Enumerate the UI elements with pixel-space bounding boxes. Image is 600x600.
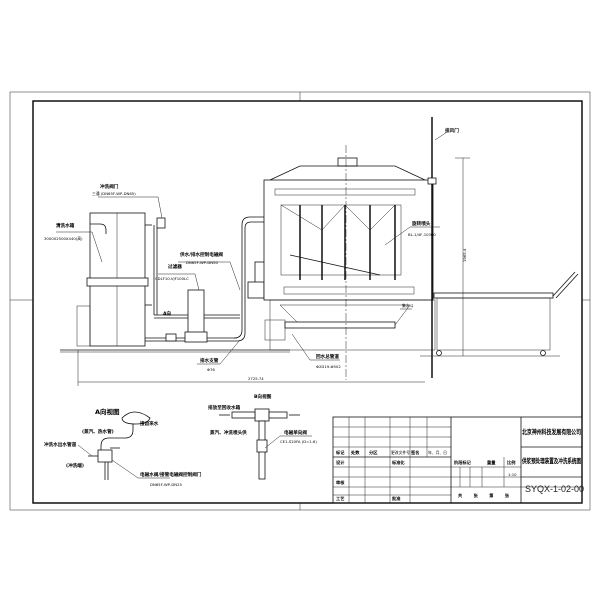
label-exhaust-door: 排风门 <box>445 127 459 134</box>
leader-lines <box>56 131 448 365</box>
label-view-a: A向 <box>163 310 172 317</box>
washing-machine-body <box>263 145 436 380</box>
detail-a-title: A向视图 <box>95 407 120 416</box>
collection-cart <box>420 271 579 357</box>
label-drain-spec: Φ76 <box>207 367 215 372</box>
detail-b-title: B向视图 <box>254 393 272 400</box>
label-pump-valve: 供水/排水控制电磁阀 <box>179 251 223 258</box>
label-hot-water: (蒸汽、热水管) <box>82 428 114 435</box>
tb-header-4: 更改文件号 <box>391 450 410 455</box>
tb-sheet-info: 共 张 第 张 <box>458 492 514 499</box>
label-collector: 集水斗 <box>402 303 414 308</box>
label-return-pipe: 回水总管道 <box>316 353 339 360</box>
label-solenoid-spec: DN65F-WP-DN25 <box>150 482 183 487</box>
pole-bracket <box>427 177 437 185</box>
label-check-valve-spec: CE1-S20FA (D=1.6) <box>280 439 317 444</box>
tb-header-5: 签名 <box>410 449 419 456</box>
pump-body <box>247 281 265 299</box>
tb-row-design: 设计 <box>336 459 345 466</box>
label-flush-tee: 三通 (DN65F-WP-DN65) <box>92 191 136 196</box>
label-to-return: 排放至回收水箱 <box>208 404 241 411</box>
tb-drawing-number: SYQX-1-02-00 <box>525 484 584 494</box>
dim-height: 1965.4 <box>462 248 467 262</box>
tb-header-2: 处数 <box>350 449 360 456</box>
tb-row-review: 审核 <box>336 479 345 486</box>
tb-approval: 批准 <box>392 495 401 502</box>
tb-stage: 阶段标记 <box>454 459 472 466</box>
tb-scale-header: 比例 <box>507 459 515 466</box>
inner-frame <box>32 100 583 504</box>
tb-standardization: 标准化 <box>391 459 405 466</box>
tb-weight: 重量 <box>487 459 496 466</box>
label-water-inlet: 接自来水 <box>140 420 159 427</box>
tb-drawing-title: 供浆预处理装置及冲洗系统图 <box>521 456 581 465</box>
title-block <box>332 416 583 504</box>
detail-b-drawing <box>219 408 312 480</box>
label-tank-spec: 3000X2500X440(高) <box>44 236 83 241</box>
tb-header-6: 年、月、日 <box>428 450 447 455</box>
pump-motor <box>254 261 266 285</box>
label-clean-water-tank: 清洗水箱 <box>56 222 75 229</box>
tb-header-3: 分区 <box>369 449 378 456</box>
label-pump-valve-spec: DN65F-WP-DN50 <box>186 260 219 265</box>
label-spray-nozzle: 旋转喷头 <box>411 220 431 227</box>
tb-company: 北京神州科技发展有限公司 <box>522 427 581 436</box>
clean-water-tank <box>76 212 152 347</box>
label-flush-port: (冲洗端) <box>66 462 84 469</box>
piping-left <box>60 216 290 353</box>
detail-a-drawing <box>77 411 170 480</box>
label-nozzle-spec: BL-1/4F-10300 <box>408 232 436 237</box>
tb-row-process: 工艺 <box>336 495 344 502</box>
tb-scale: 1:10 <box>508 472 517 477</box>
label-return-spec: Φ2D19-Φ502 <box>316 364 341 369</box>
dimension-lines <box>77 157 470 386</box>
label-drain-pipe: 排水支管 <box>200 357 219 364</box>
label-check-valve: 电磁单向阀 <box>284 429 307 436</box>
label-filter-spec: CDLF10-VJF100LC <box>155 276 189 281</box>
tb-header-1: 标记 <box>335 449 345 456</box>
valve-a <box>165 333 177 342</box>
label-solenoid-valve: 电磁水阀/接管电磁阀控制阀门 <box>140 471 202 478</box>
label-filter: 过滤器 <box>168 263 182 270</box>
label-flush-supply: 蒸汽、冲洗喷头供 <box>210 429 247 436</box>
label-flush-outlet: 冲洗水出水管道 <box>44 441 77 448</box>
dim-width: 2725.74 <box>248 376 264 381</box>
label-flush-valve: 冲洗阀门 <box>100 183 119 190</box>
return-pipe <box>284 321 396 329</box>
